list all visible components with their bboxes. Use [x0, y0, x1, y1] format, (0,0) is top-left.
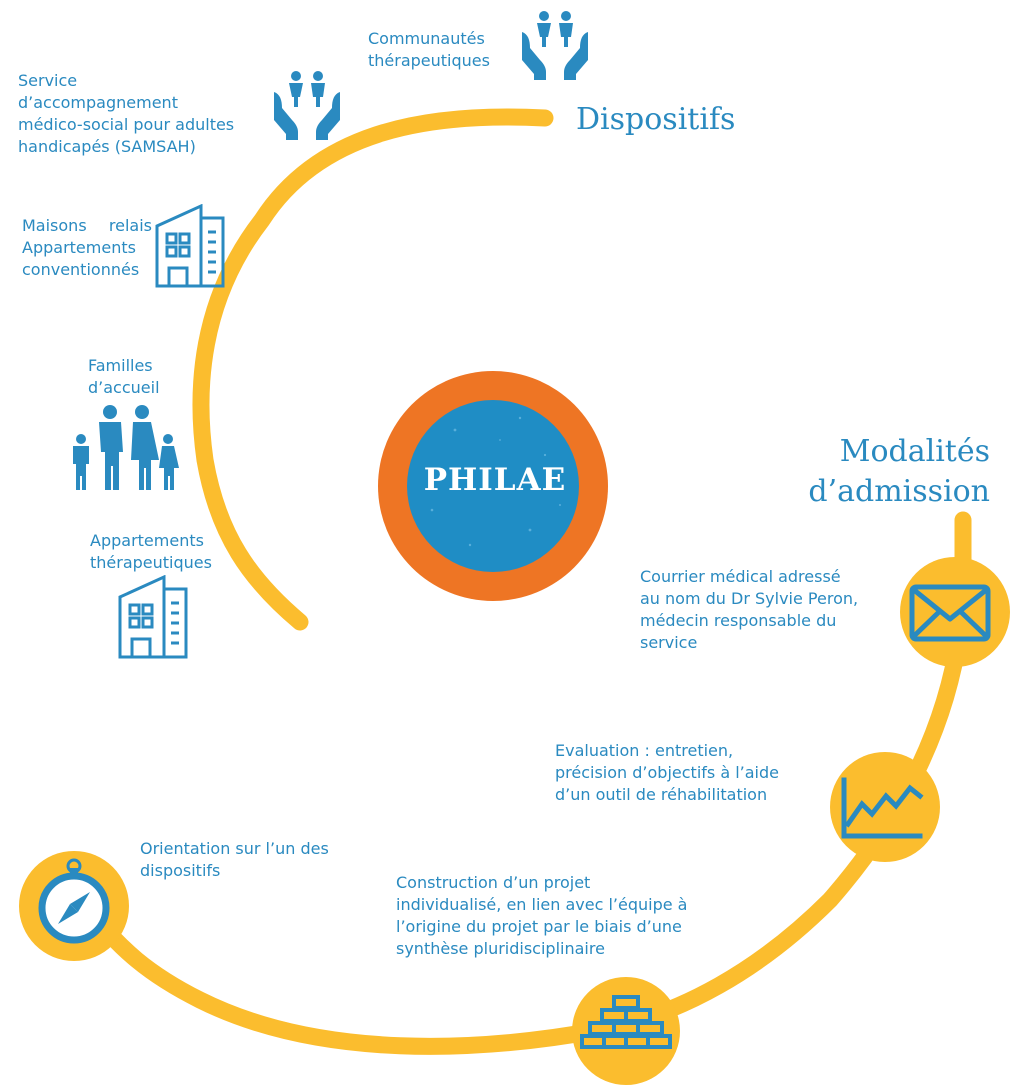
dispositif-maisons-relais-label: Maisons relais Appartements conventionné…: [22, 215, 152, 281]
label-line: Service: [18, 71, 78, 90]
admission-step-orientation-text: Orientation sur l’un des dispositifs: [140, 838, 329, 882]
label-line: Maisons relais: [22, 216, 152, 235]
chart-icon: [841, 777, 924, 839]
step-line: Construction d’un projet: [396, 873, 591, 892]
dispositif-familles-label: Familles d’accueil: [88, 355, 160, 399]
caring-hands-people-icon: [274, 71, 340, 140]
admission-step-evaluation-text: Evaluation : entretien, précision d’obje…: [555, 740, 779, 806]
envelope-icon: [909, 584, 991, 642]
admission-step-construction-text: Construction d’un projet individualisé, …: [396, 872, 687, 960]
compass-step-node: [19, 851, 129, 961]
step-line: médecin responsable du: [640, 611, 837, 630]
label-line: conventionnés: [22, 260, 140, 279]
admission-title: Modalités d’admission: [790, 432, 990, 512]
title-line: Modalités: [839, 434, 990, 469]
step-line: Orientation sur l’un des: [140, 839, 329, 858]
family-icon: [73, 405, 179, 490]
step-line: précision d’objectifs à l’aide: [555, 763, 779, 782]
dispositif-samsah-label: Service d’accompagnement médico-social p…: [18, 70, 234, 158]
step-line: au nom du Dr Sylvie Peron,: [640, 589, 859, 608]
label-line: médico-social pour adultes: [18, 115, 235, 134]
label-line: thérapeutiques: [90, 553, 212, 572]
label-line: d’accueil: [88, 378, 160, 397]
label-line: Familles: [88, 356, 153, 375]
label-line: handicapés (SAMSAH): [18, 137, 196, 156]
label-line: d’accompagnement: [18, 93, 178, 112]
center-core: [407, 400, 579, 572]
step-line: l’origine du projet par le biais d’une: [396, 917, 682, 936]
admission-step-courrier-text: Courrier médical adressé au nom du Dr Sy…: [640, 566, 858, 654]
label-line: thérapeutiques: [368, 51, 490, 70]
building-icon: [118, 575, 188, 659]
step-line: individualisé, en lien avec l’équipe à: [396, 895, 688, 914]
dispositif-appartements-therapeutiques-label: Appartements thérapeutiques: [90, 530, 212, 574]
step-line: Courrier médical adressé: [640, 567, 841, 586]
building-icon: [155, 204, 225, 288]
label-line: Communautés: [368, 29, 485, 48]
center-label: PHILAE: [423, 462, 567, 498]
dispositifs-title: Dispositifs: [576, 102, 736, 137]
step-line: dispositifs: [140, 861, 221, 880]
center-sparkles: [430, 416, 561, 547]
caring-hands-people-icon: [522, 11, 588, 80]
step-line: d’un outil de réhabilitation: [555, 785, 768, 804]
bricks-icon: [580, 995, 672, 1049]
bricks-step-node: [572, 977, 680, 1085]
step-line: Evaluation : entretien,: [555, 741, 734, 760]
title-line: d’admission: [808, 474, 990, 509]
step-line: service: [640, 633, 698, 652]
envelope-step-node: [900, 557, 1010, 667]
compass-icon: [38, 858, 110, 944]
chart-step-node: [830, 752, 940, 862]
step-line: synthèse pluridisciplinaire: [396, 939, 605, 958]
dispositif-communautes-label: Communautés thérapeutiques: [368, 28, 490, 72]
label-line: Appartements: [90, 531, 204, 550]
dispositifs-arc: [192, 108, 554, 631]
label-line: Appartements: [22, 238, 136, 257]
